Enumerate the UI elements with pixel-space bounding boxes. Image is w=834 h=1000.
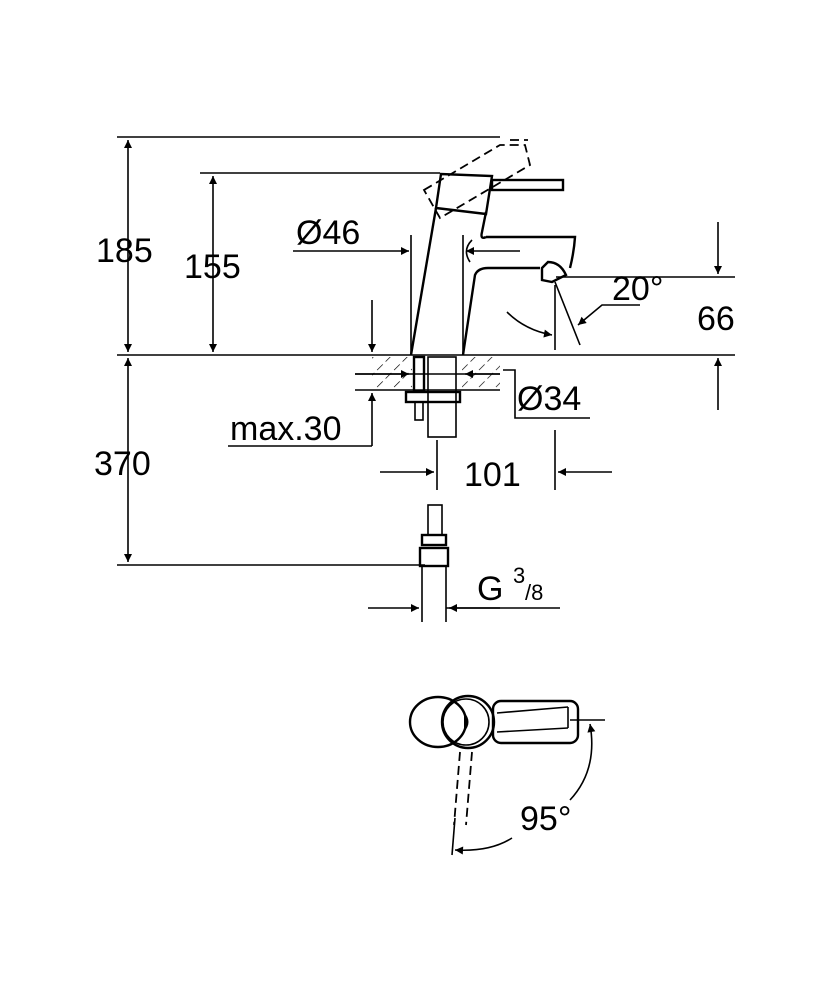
dim-95-label: 95° bbox=[520, 800, 571, 838]
dim-20-label: 20° bbox=[612, 270, 663, 308]
dimension-66: 66 bbox=[556, 222, 735, 410]
dimension-diameter-46: Ø46 bbox=[293, 214, 520, 355]
dim-g-label: G bbox=[477, 570, 503, 608]
dim-370-label: 370 bbox=[94, 445, 151, 483]
dim-155-label: 155 bbox=[184, 248, 241, 286]
dimension-diameter-34: Ø34 bbox=[465, 369, 590, 419]
dim-34-label: Ø34 bbox=[517, 380, 581, 418]
dimension-max-30: max.30 bbox=[228, 300, 376, 448]
dim-46-label: Ø46 bbox=[296, 214, 360, 252]
dimension-185: 185 bbox=[96, 140, 153, 352]
dimension-155: 155 bbox=[184, 176, 241, 352]
dim-66-label: 66 bbox=[697, 300, 735, 338]
reference-lines bbox=[117, 136, 735, 566]
dim-g-numerator: 3 bbox=[513, 563, 525, 588]
faucet-top-view: 95° bbox=[408, 694, 605, 856]
dim-101-label: 101 bbox=[464, 456, 521, 494]
dim-max30-label: max.30 bbox=[230, 410, 342, 448]
dim-g-denominator: /8 bbox=[525, 580, 543, 605]
dim-185-label: 185 bbox=[96, 232, 153, 270]
faucet-side-view bbox=[409, 139, 577, 356]
hose-connector: G 3 /8 bbox=[368, 504, 560, 622]
countertop-section bbox=[355, 355, 500, 438]
dimension-angle-20: 20° bbox=[506, 270, 663, 350]
dimension-101: 101 bbox=[380, 430, 612, 494]
dimension-370: 370 bbox=[94, 358, 151, 562]
